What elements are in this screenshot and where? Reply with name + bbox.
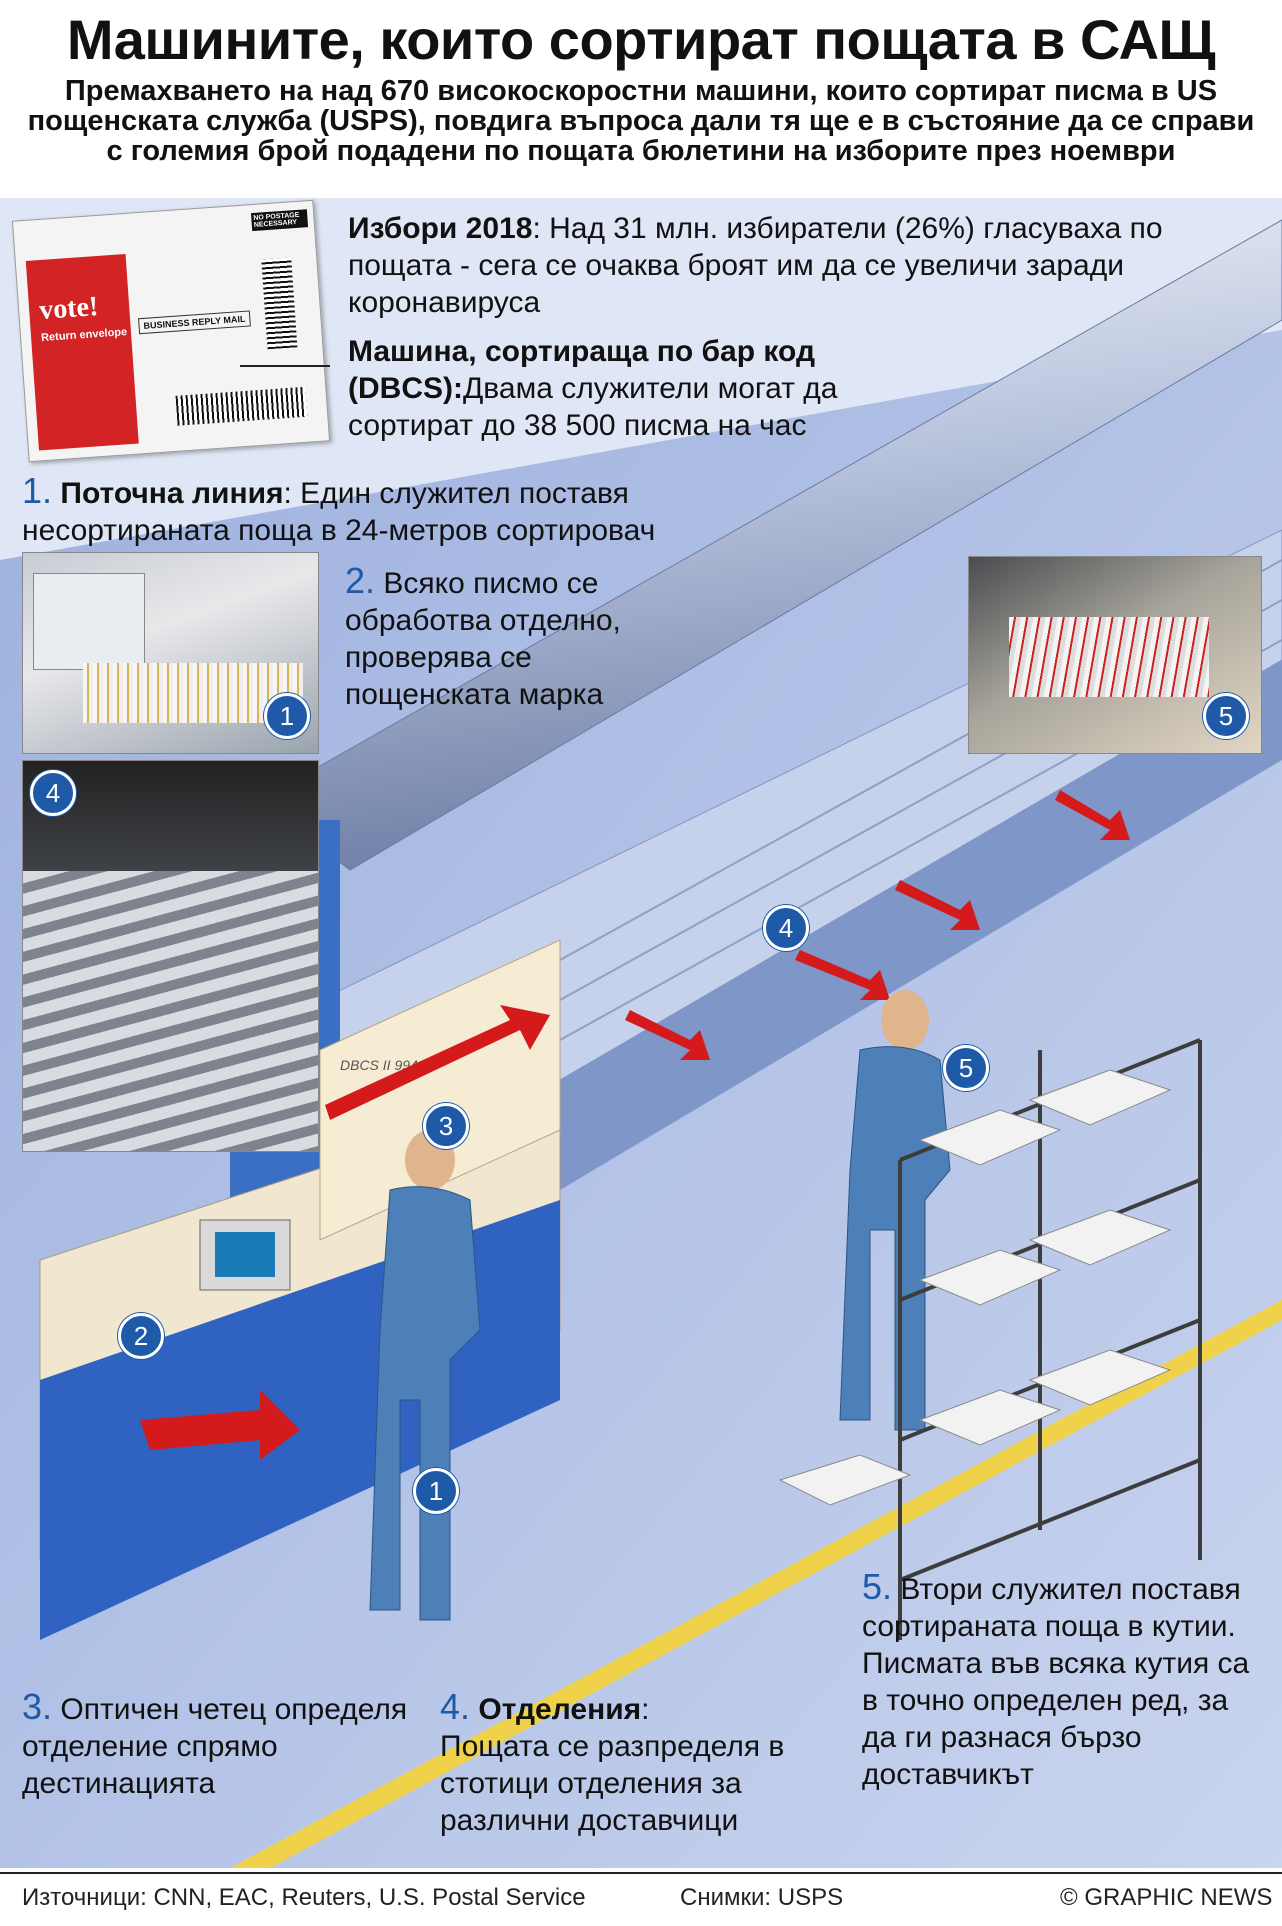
step-4-text: 4. Отделения: Пощата се разпределя в сто… bbox=[440, 1688, 820, 1839]
step-3-body: Оптичен четец определя отделение спрямо … bbox=[22, 1693, 408, 1800]
step-4-heading: Отделения bbox=[478, 1693, 642, 1726]
step-1-number: 1. bbox=[22, 470, 53, 511]
ballot-envelope: vote! Return envelope BUSINESS REPLY MAI… bbox=[11, 199, 331, 463]
badge-5-photo: 5 bbox=[1203, 693, 1249, 739]
step-1-heading: Поточна линия bbox=[60, 477, 284, 510]
envelope-pointer-line bbox=[240, 365, 330, 367]
machine-label: DBCS II 994 bbox=[340, 1057, 418, 1073]
flow-arrows bbox=[140, 790, 1130, 1460]
photo-feeder-panel bbox=[33, 573, 145, 670]
step-1-text: 1. Поточна линия: Един служител поставя … bbox=[22, 472, 812, 549]
step-3-number: 3. bbox=[22, 1686, 53, 1727]
step-5-body: Втори служител поставя сортираната поща … bbox=[862, 1573, 1241, 1643]
vote-logo: vote! bbox=[38, 291, 100, 327]
badge-2-machine: 2 bbox=[118, 1313, 164, 1359]
step-5-number: 5. bbox=[862, 1566, 893, 1607]
badge-4-bins: 4 bbox=[763, 905, 809, 951]
reader-window bbox=[319, 939, 561, 1241]
reply-mail-label: BUSINESS REPLY MAIL bbox=[138, 310, 251, 335]
step-4-body: Пощата се разпределя в стотици отделения… bbox=[440, 1730, 785, 1837]
photo-hands-tray bbox=[1009, 617, 1209, 697]
photo-bins bbox=[22, 760, 319, 1152]
elections-heading: Избори 2018 bbox=[348, 212, 533, 245]
footer-sources: Източници: CNN, EAC, Reuters, U.S. Posta… bbox=[22, 1884, 586, 1911]
barcode bbox=[261, 257, 298, 350]
elections-2018-text: Избори 2018: Над 31 млн. избиратели (26%… bbox=[348, 210, 1208, 321]
footer-credit: © GRAPHIC NEWS bbox=[1060, 1884, 1273, 1911]
dbcs-text: Машина, сортираща по бар код (DBCS):Двам… bbox=[348, 333, 948, 444]
step-3-text: 3. Оптичен четец определя отделение спря… bbox=[22, 1688, 422, 1802]
sorter-base bbox=[560, 660, 1282, 1190]
badge-4-photo: 4 bbox=[30, 770, 76, 816]
footer-photos: Снимки: USPS bbox=[680, 1884, 844, 1911]
page-title: Машините, които сортират пощата в САЩ bbox=[66, 8, 1216, 71]
step-5-text: 5. Втори служител поставя сортираната по… bbox=[862, 1568, 1262, 1793]
step-2-body: Всяко писмо се обработва отделно, провер… bbox=[345, 567, 621, 711]
mail-trays bbox=[778, 1069, 1172, 1506]
vote-panel bbox=[25, 253, 139, 451]
no-postage-label: NO POSTAGE NECESSARY bbox=[250, 209, 309, 232]
floor-stripe bbox=[230, 1300, 1282, 1868]
page-subtitle: Премахването на над 670 високоскоростни … bbox=[27, 75, 1255, 167]
dbcs-heading: Машина, сортираща по бар код (DBCS): bbox=[348, 335, 815, 405]
badge-5-cart: 5 bbox=[943, 1045, 989, 1091]
step-4-number: 4. bbox=[440, 1686, 471, 1727]
badge-1-photo: 1 bbox=[264, 693, 310, 739]
worker-2 bbox=[839, 990, 951, 1431]
step-4-colon: : bbox=[641, 1693, 650, 1726]
barcode-bottom bbox=[175, 386, 308, 426]
step-5-detail: Писмата във всяка кутия са в точно опред… bbox=[862, 1647, 1250, 1791]
step-1-body: : Един служител поставя несортираната по… bbox=[22, 477, 656, 547]
step-2-text: 2. Всяко писмо се обработва отделно, про… bbox=[345, 562, 685, 713]
badge-3-machine: 3 bbox=[423, 1103, 469, 1149]
dbcs-body: Двама служители могат да сортират до 38 … bbox=[348, 372, 838, 442]
elections-body: : Над 31 млн. избиратели (26%) гласуваха… bbox=[348, 212, 1163, 319]
step-2-number: 2. bbox=[345, 560, 376, 601]
footer: Източници: CNN, EAC, Reuters, U.S. Posta… bbox=[0, 1872, 1282, 1924]
photo-bins-shelves bbox=[23, 871, 318, 1151]
badge-1-machine: 1 bbox=[413, 1468, 459, 1514]
